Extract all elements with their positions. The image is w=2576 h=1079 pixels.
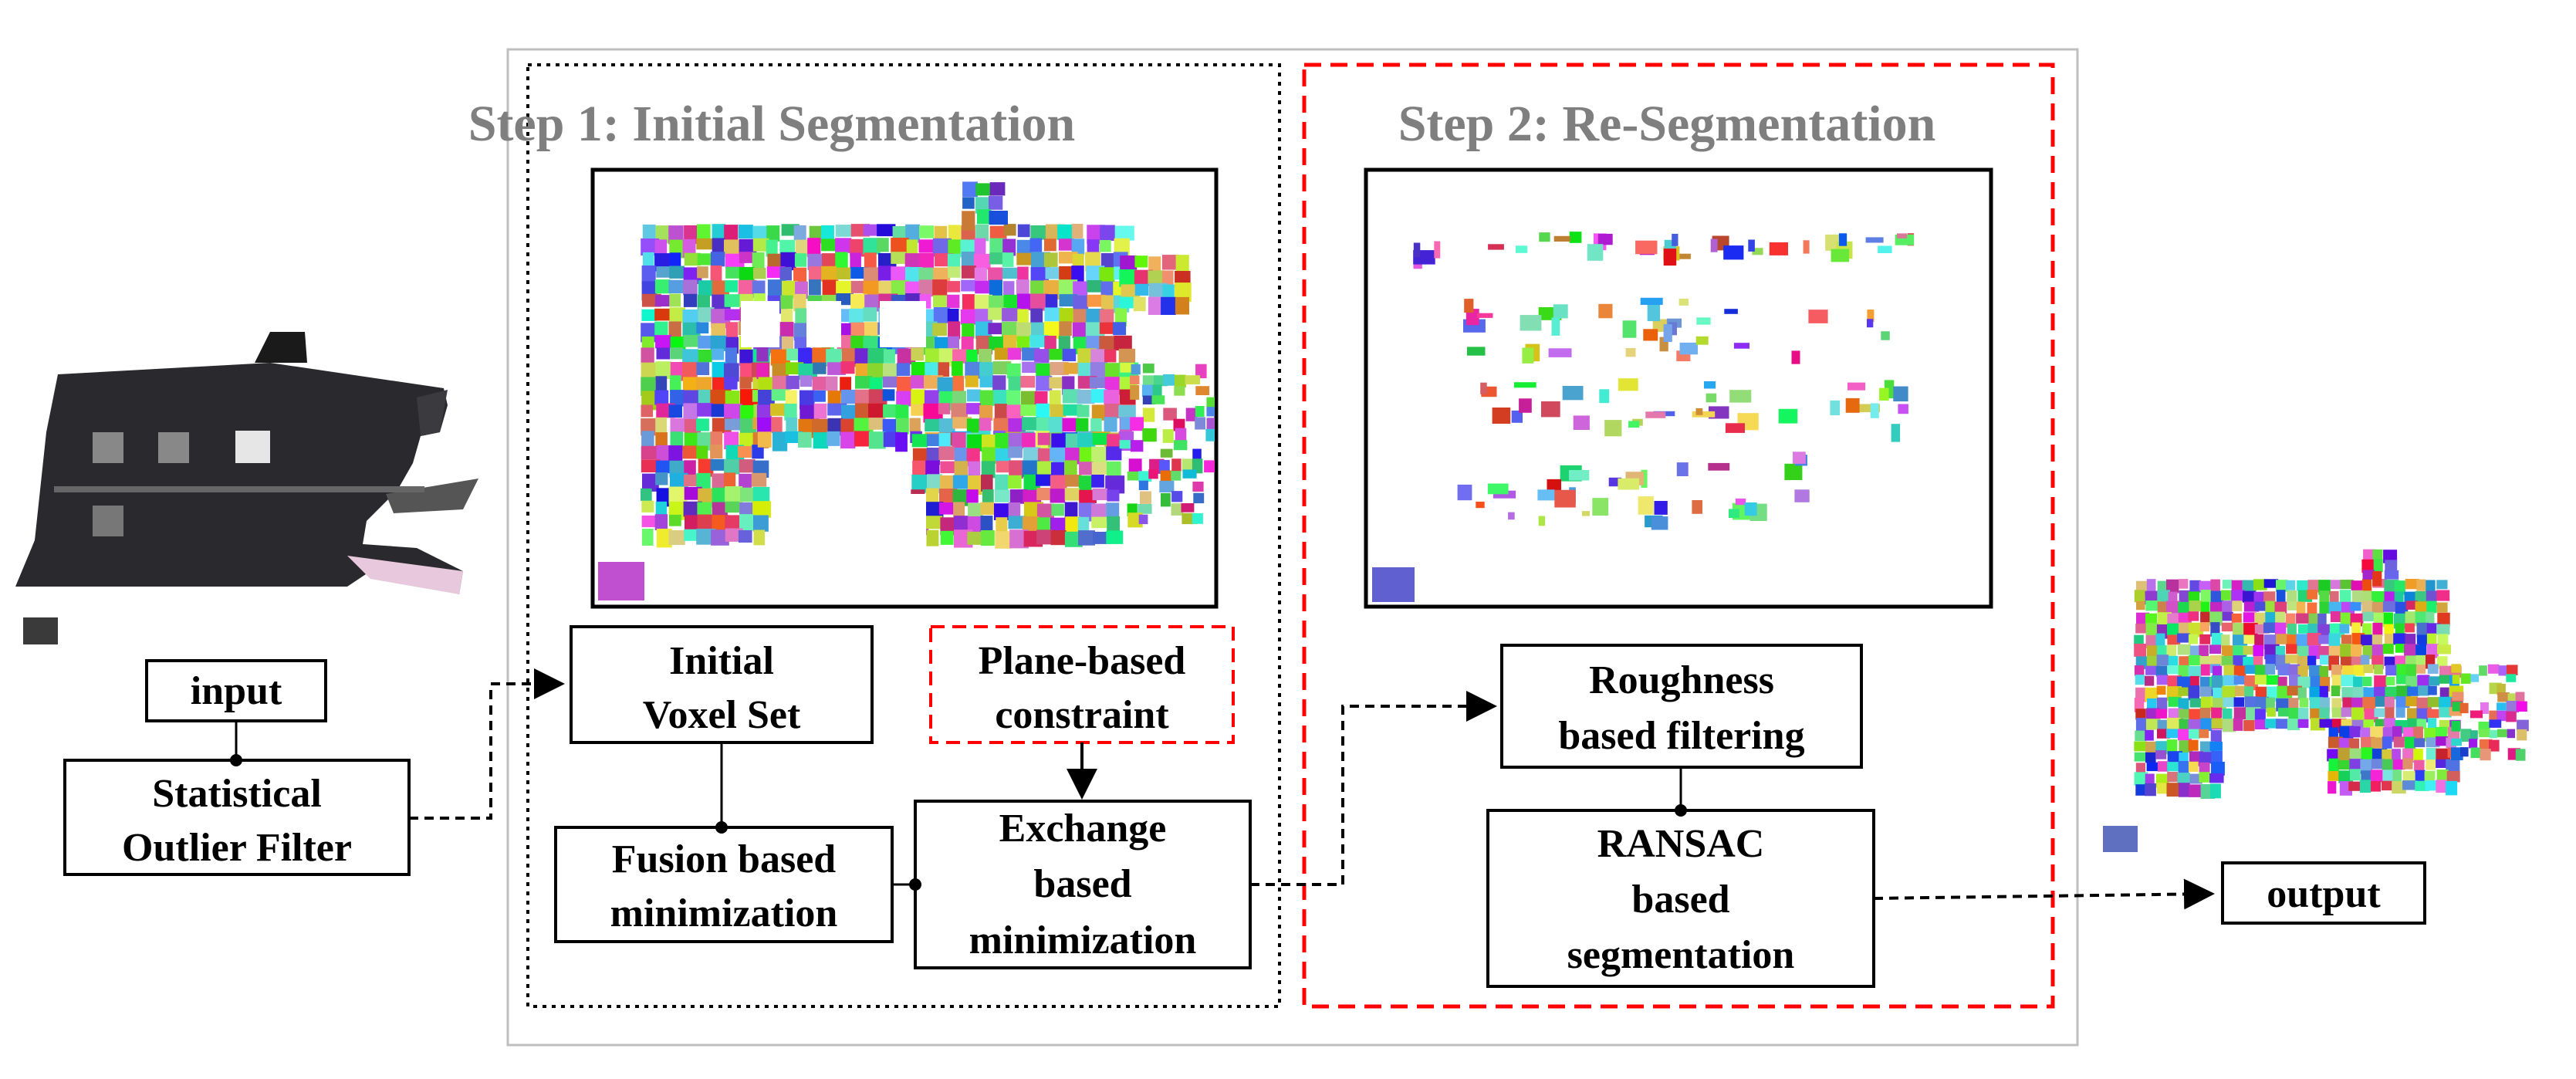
input-point-cloud-image [15,332,478,644]
roughness-based-filtering-box [1500,644,1863,769]
step1-title: Step 1: Initial Segmentation [468,96,1076,152]
exchange-to-roughness-arrow [1250,691,1497,886]
fusion-label-line1: Fusion based [612,837,837,881]
initial-label-line2: Voxel Set [643,693,801,737]
step2-sparse-cloud-image [1372,232,1915,602]
plane-label-line2: constraint [995,693,1169,737]
statistical-outlier-filter-box [63,759,411,876]
step1-colored-cloud-image [598,181,1215,602]
initial-label-line1: Initial [669,639,774,683]
plane-label-line1: Plane-based [979,639,1186,683]
step2-title: Step 2: Re-Segmentation [1398,96,1936,152]
ransac-label-line2: based [1631,878,1729,922]
output-label: output [2267,872,2381,916]
connector-dot [909,878,921,891]
output-box [2221,861,2426,925]
exchange-label-line2: based [1033,862,1131,906]
output-point-cloud-image [2103,549,2529,852]
ransac-to-output-arrow [1873,878,2215,910]
roughness-label-line2: based filtering [1558,714,1804,758]
exchange-based-minimization-box [914,800,1252,969]
statistical-label-line2: Outlier Filter [122,826,352,870]
filter-to-initial-arrow [409,668,565,820]
ransac-label-line1: RANSAC [1597,822,1765,866]
step2-container [1302,63,2055,1009]
exchange-label-line1: Exchange [999,807,1167,851]
ransac-label-line3: segmentation [1567,933,1795,977]
exchange-label-line3: minimization [969,918,1197,962]
initial-voxel-set-box [570,625,874,744]
statistical-label-line1: Statistical [152,772,322,816]
roughness-label-line1: Roughness [1589,658,1774,702]
fusion-based-minimization-box [554,826,894,943]
connector-dot [715,821,728,834]
input-label: input [191,669,282,713]
fusion-label-line2: minimization [610,891,838,935]
outer-panel [506,48,2079,1047]
input-box [145,659,327,722]
step1-container [526,63,1281,1008]
connector-dot [230,754,242,766]
connector-dot [1675,804,1687,817]
